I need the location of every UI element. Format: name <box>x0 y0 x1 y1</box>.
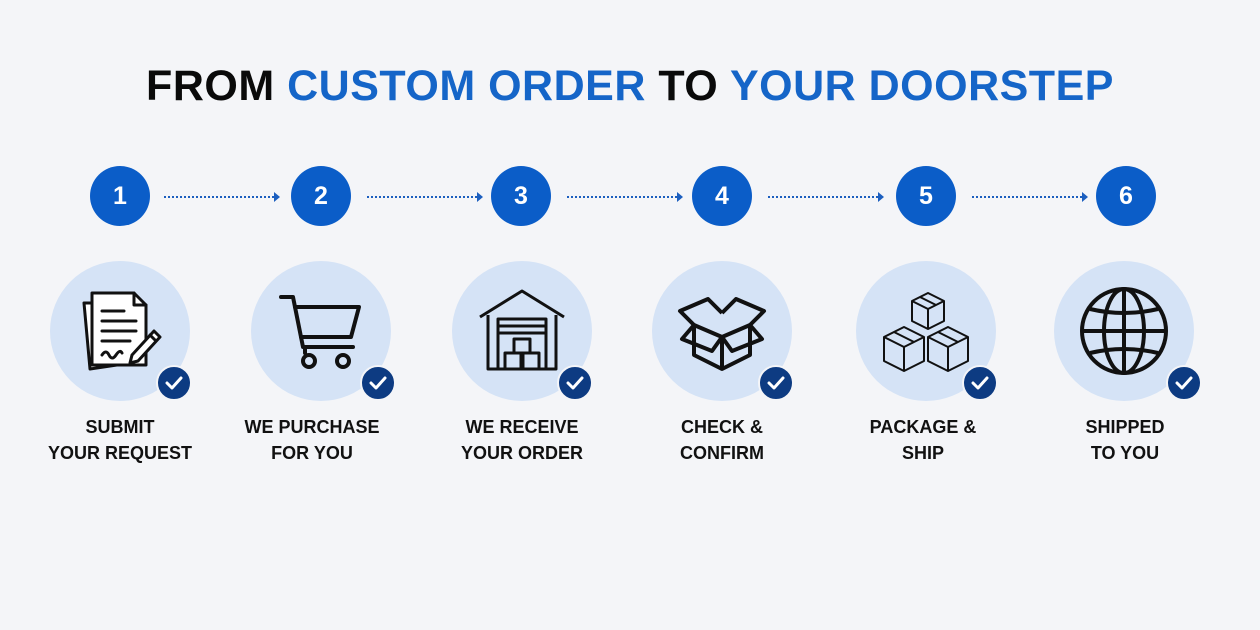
title-part-from: FROM <box>146 62 288 110</box>
step-5-label-line2: SHIP <box>901 443 944 463</box>
step-5-check-icon <box>962 365 998 401</box>
step-number-5: 5 <box>896 166 956 226</box>
step-1-check-icon <box>156 365 192 401</box>
step-2-label-line2: FOR YOU <box>271 443 353 463</box>
step-number-4: 4 <box>692 166 752 226</box>
step-3-check-icon <box>557 365 593 401</box>
shopping-cart-icon <box>279 295 361 369</box>
step-3-label-line2: YOUR ORDER <box>460 443 583 463</box>
step-1-label-line2: YOUR REQUEST <box>47 443 193 463</box>
step-1-label: SUBMIT YOUR REQUEST <box>20 414 220 466</box>
step-5-icon-circle <box>856 261 996 401</box>
step-4-check-icon <box>758 365 794 401</box>
step-number-3: 3 <box>491 166 551 226</box>
title-part-your-doorstep: YOUR DOORSTEP <box>729 62 1114 110</box>
open-box-icon <box>678 297 766 371</box>
step-2-label: WE PURCHASE FOR YOU <box>212 414 412 466</box>
arrow-2-to-3 <box>367 192 483 202</box>
arrow-1-to-2 <box>164 192 280 202</box>
step-6-label-line2: TO YOU <box>1090 443 1160 463</box>
step-1-label-line1: SUBMIT <box>85 417 155 437</box>
step-6-label: SHIPPED TO YOU <box>1025 414 1225 466</box>
arrow-3-to-4 <box>567 192 683 202</box>
page-title: FROM CUSTOM ORDER TO YOUR DOORSTEP <box>0 62 1260 111</box>
step-5-label-line1: PACKAGE & <box>869 417 977 437</box>
step-5-label: PACKAGE & SHIP <box>823 414 1023 466</box>
step-2-label-line1: WE PURCHASE <box>244 417 380 437</box>
title-part-custom-order: CUSTOM ORDER <box>287 62 646 110</box>
step-6-check-icon <box>1166 365 1202 401</box>
arrow-4-to-5 <box>768 192 884 202</box>
step-number-2: 2 <box>291 166 351 226</box>
step-number-6: 6 <box>1096 166 1156 226</box>
step-number-1: 1 <box>90 166 150 226</box>
document-sign-icon <box>82 291 162 371</box>
warehouse-icon <box>479 289 565 371</box>
step-4-label-line2: CONFIRM <box>680 443 764 463</box>
step-4-label: CHECK & CONFIRM <box>622 414 822 466</box>
step-6-label-line1: SHIPPED <box>1085 417 1165 437</box>
step-3-label: WE RECEIVE YOUR ORDER <box>422 414 622 466</box>
arrow-5-to-6 <box>972 192 1088 202</box>
stacked-boxes-icon <box>883 292 969 372</box>
step-2-check-icon <box>360 365 396 401</box>
globe-icon <box>1080 287 1168 375</box>
step-4-label-line1: CHECK & <box>680 417 763 437</box>
step-1-icon-circle <box>50 261 190 401</box>
title-part-to: TO <box>645 62 730 110</box>
step-3-label-line1: WE RECEIVE <box>465 417 579 437</box>
